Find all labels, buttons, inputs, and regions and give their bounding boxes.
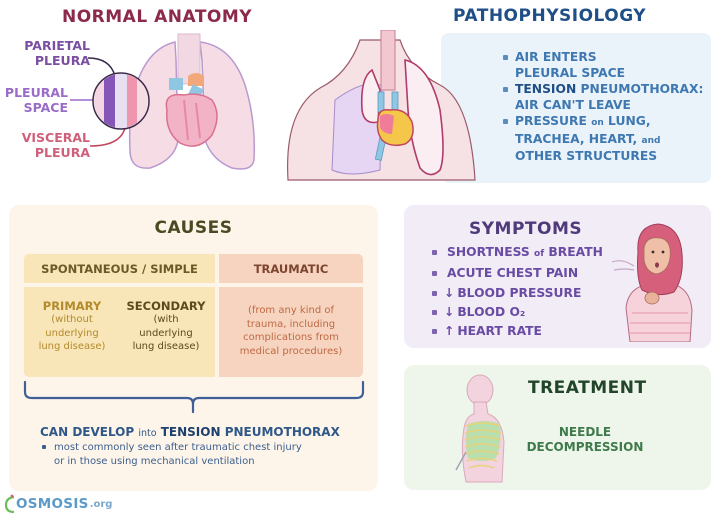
tension-outcome: CAN DEVELOP into TENSION PNEUMOTHORAX xyxy=(40,425,340,439)
patho-bullet-text: PRESSURE xyxy=(515,114,592,128)
patho-bullet-emphasis: TENSION xyxy=(515,82,577,96)
treatment-title: TREATMENT xyxy=(528,378,647,398)
logo-text: OSMOSIS xyxy=(16,496,89,512)
tension-small: into xyxy=(138,428,157,439)
pathophysiology-panel xyxy=(441,33,711,183)
patho-bullet-text: OTHER STRUCTURES xyxy=(515,149,658,163)
symptom-text: ACUTE CHEST PAIN xyxy=(447,266,579,281)
visceral-pleura-label: VISCERAL PLEURA xyxy=(21,130,90,160)
symptoms-title: SYMPTOMS xyxy=(469,219,583,239)
secondary-cause: SECONDARY (with underlying lung disease) xyxy=(118,299,214,354)
tension-note: most commonly seen after traumatic chest… xyxy=(40,441,360,469)
pathophysiology-title: PATHOPHYSIOLOGY xyxy=(453,6,647,26)
treatment-desc: NEEDLE DECOMPRESSION xyxy=(526,425,644,454)
osmosis-logo-icon xyxy=(4,494,15,514)
patho-bullet-small: and xyxy=(641,135,661,146)
collapsed-lung-torso-icon xyxy=(287,30,476,181)
tension-emphasis: TENSION xyxy=(156,425,221,439)
down-arrow-icon: ↓ xyxy=(444,285,455,300)
symptom-text: SHORTNESS xyxy=(447,245,535,259)
patho-bullet-text: AIR ENTERS PLEURAL SPACE xyxy=(515,50,626,80)
up-arrow-icon: ↑ xyxy=(444,324,455,339)
logo-suffix: .org xyxy=(89,498,113,510)
down-arrow-icon: ↓ xyxy=(444,304,455,319)
symptom-item: ↓BLOOD PRESSURE xyxy=(430,284,620,303)
symptoms-list: SHORTNESS of BREATH ACUTE CHEST PAIN ↓BL… xyxy=(430,243,620,341)
patho-bullet: TENSION PNEUMOTHORAX: AIR CAN'T LEAVE xyxy=(501,82,706,113)
torso-ribcage-needle-icon xyxy=(455,374,505,483)
spontaneous-header: SPONTANEOUS / SIMPLE xyxy=(24,254,215,283)
symptom-text: BLOOD PRESSURE xyxy=(457,285,582,300)
traumatic-desc: (from any kind of trauma, including comp… xyxy=(239,305,343,357)
brace-connector-icon xyxy=(23,380,365,414)
patho-bullet: PRESSURE on LUNG, TRACHEA, HEART, and OT… xyxy=(501,114,706,165)
pathophysiology-bullets: AIR ENTERS PLEURAL SPACE TENSION PNEUMOT… xyxy=(501,50,706,166)
normal-anatomy-title: NORMAL ANATOMY xyxy=(62,7,253,27)
symptom-item: ↓BLOOD O₂ xyxy=(430,303,620,322)
woman-short-of-breath-icon xyxy=(612,223,693,342)
symptom-small: of xyxy=(534,249,545,259)
lungs-with-heart-and-pleura-inset-icon xyxy=(70,33,256,170)
causes-title: CAUSES xyxy=(154,218,233,238)
symptom-text: HEART RATE xyxy=(457,324,542,339)
secondary-desc: (with underlying lung disease) xyxy=(132,314,200,352)
traumatic-header: TRAUMATIC xyxy=(219,254,363,283)
pleural-space-label: PLEURAL SPACE xyxy=(4,85,68,115)
tension-suffix: PNEUMOTHORAX xyxy=(220,425,340,439)
symptom-item: ACUTE CHEST PAIN xyxy=(430,264,620,283)
tension-prefix: CAN DEVELOP xyxy=(40,425,139,439)
symptom-text: BREATH xyxy=(544,245,603,259)
patho-bullet-small: on xyxy=(591,118,604,128)
traumatic-cell xyxy=(219,287,363,377)
primary-cause: PRIMARY (without underlying lung disease… xyxy=(28,299,116,354)
patho-bullet: AIR ENTERS PLEURAL SPACE xyxy=(501,50,706,81)
osmosis-logo[interactable]: OSMOSIS .org xyxy=(4,494,112,514)
patho-bullet-text: LUNG, TRACHEA, HEART, xyxy=(515,114,651,146)
parietal-pleura-label: PARIETAL PLEURA xyxy=(24,38,90,68)
secondary-title: SECONDARY xyxy=(126,299,206,313)
primary-title: PRIMARY xyxy=(42,299,102,313)
primary-desc: (without underlying lung disease) xyxy=(38,314,106,352)
tension-notes: most commonly seen after traumatic chest… xyxy=(40,441,360,469)
patho-bullet-text: PNEUMOTHORAX: AIR CAN'T LEAVE xyxy=(515,82,704,112)
symptom-item: ↑HEART RATE xyxy=(430,322,620,341)
symptom-item: SHORTNESS of BREATH xyxy=(430,243,620,264)
treatment-panel xyxy=(404,365,711,490)
symptom-text: BLOOD O₂ xyxy=(457,304,526,319)
spontaneous-cell xyxy=(24,287,215,377)
